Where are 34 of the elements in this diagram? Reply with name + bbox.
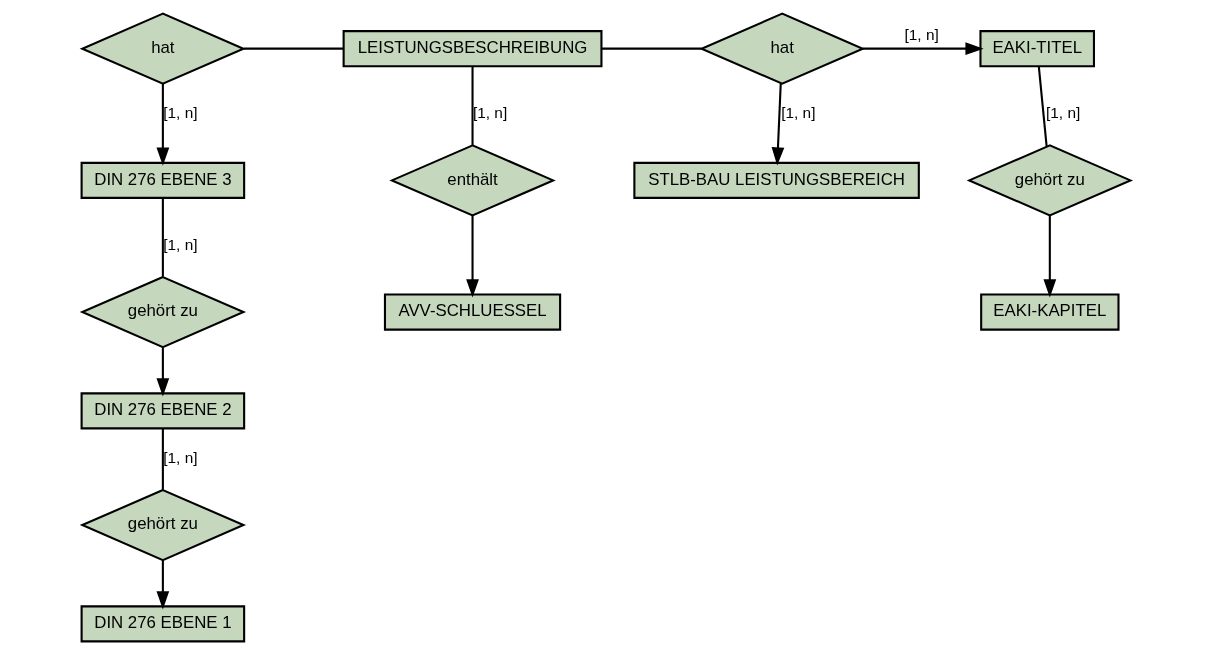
edge-label: [1, n] xyxy=(781,104,816,122)
node-box: EAKI-KAPITEL xyxy=(980,293,1120,331)
connector xyxy=(1037,66,1048,147)
node-box: AVV-SCHLUESSEL xyxy=(383,293,562,331)
node-box: DIN 276 EBENE 1 xyxy=(80,605,246,643)
connector xyxy=(471,66,474,145)
arrow xyxy=(156,560,170,610)
arrow xyxy=(466,215,479,298)
node-box: DIN 276 EBENE 2 xyxy=(80,392,246,430)
connector xyxy=(161,198,164,277)
arrow xyxy=(156,83,170,166)
node-box: LEISTUNGSBESCHREIBUNG xyxy=(342,30,603,68)
arrow xyxy=(1043,215,1057,298)
connector xyxy=(243,47,344,50)
connector xyxy=(161,428,164,490)
node-diamond: gehört zu xyxy=(966,144,1134,217)
node-diamond: hat xyxy=(699,12,866,85)
edge-label: [1, n] xyxy=(163,104,198,122)
edge-label: [1, n] xyxy=(1046,104,1081,122)
edge-label: [1, n] xyxy=(163,236,198,254)
node-diamond: gehört zu xyxy=(79,275,247,349)
edge-label: [1, n] xyxy=(904,25,939,43)
arrow xyxy=(862,42,984,56)
node-diamond: hat xyxy=(79,12,247,85)
arrow xyxy=(156,347,170,397)
edge-label: [1, n] xyxy=(472,104,508,122)
node-box: EAKI-TITEL xyxy=(979,30,1095,68)
node-diamond: enthält xyxy=(389,144,556,217)
edge-label: [1, n] xyxy=(163,449,198,467)
connector xyxy=(601,47,702,50)
node-diamond: gehört zu xyxy=(79,488,247,562)
node-box: STLB-BAU LEISTUNGSBEREICH xyxy=(633,161,920,199)
node-box: DIN 276 EBENE 3 xyxy=(80,161,246,199)
arrow xyxy=(771,83,785,166)
